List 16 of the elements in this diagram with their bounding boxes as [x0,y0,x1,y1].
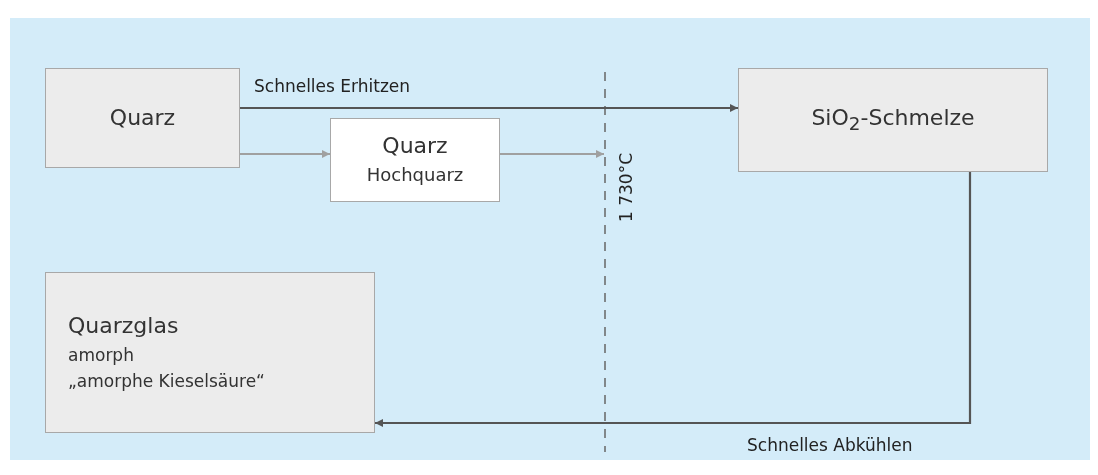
node-title: SiO$_{2}$-Schmelze [811,103,975,137]
arrow [240,150,330,158]
node-subtitle: „amorphe Kieselsäure“ [68,369,265,393]
process-box [45,272,375,433]
node-title: Quarz [382,131,448,160]
node-subtitle: amorph [68,343,134,367]
arrow [240,104,738,112]
node-subtitle: Hochquarz [366,163,464,188]
arrow [500,150,604,158]
node-title: Quarz [109,103,176,132]
process-box [738,68,1048,172]
node-title: Quarzglas [68,311,179,340]
process-box [45,68,240,168]
process-box [330,118,500,202]
arrow [375,172,972,427]
temperature-label: 1 730°C [616,152,637,222]
